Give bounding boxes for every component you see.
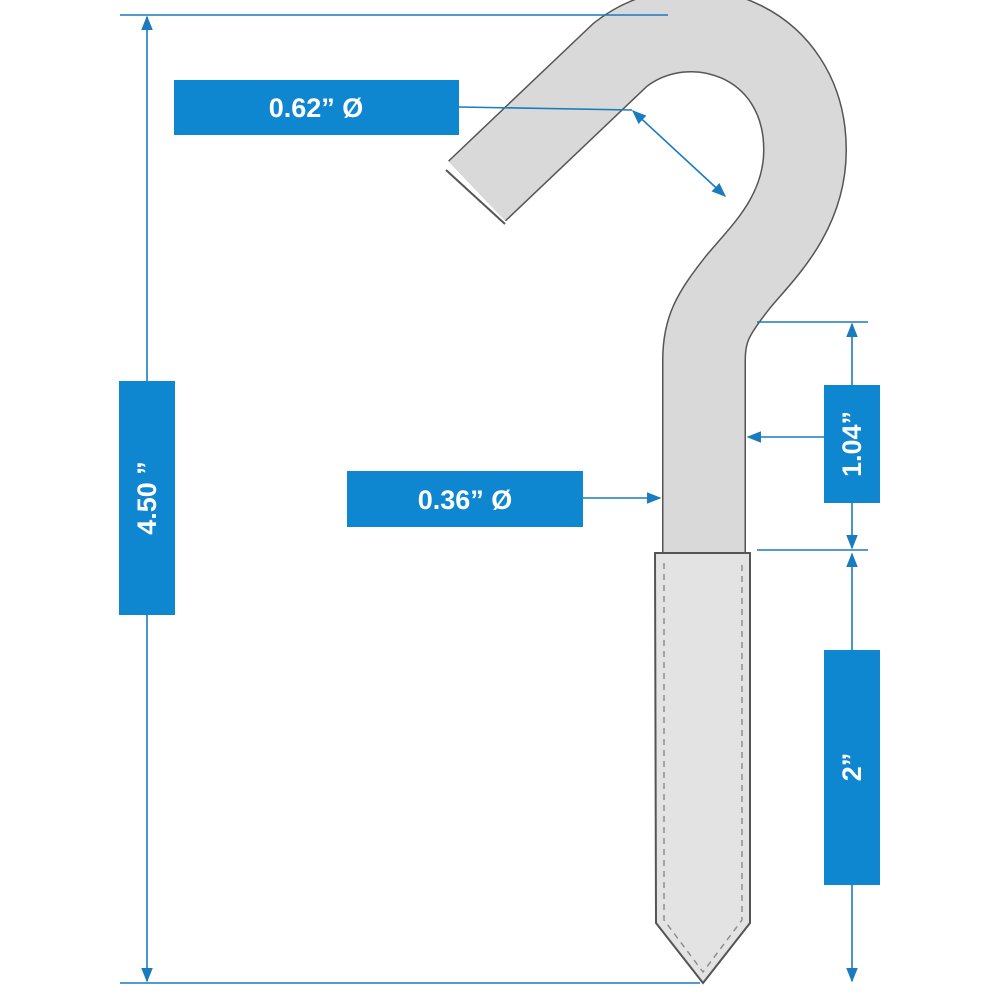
unthreaded-length-label: 1.04”	[837, 411, 867, 477]
hook-opening-label: 0.62” Ø	[269, 93, 364, 123]
thread-body	[653, 552, 751, 985]
overall-length-label: 4.50 ”	[132, 461, 162, 535]
shank-diameter-label-box	[347, 471, 583, 527]
shank-diameter-label: 0.36” Ø	[418, 485, 513, 515]
shank-diameter-dimension: 0.36” Ø	[347, 471, 662, 527]
hook-fill	[449, 0, 846, 553]
hook-opening-dimension-line	[631, 110, 727, 197]
hook-opening-dimension: 0.62” Ø	[174, 80, 727, 197]
thread-dashed-outline	[663, 563, 743, 974]
thread-length-label-box	[824, 650, 880, 885]
hook-opening-leader-line	[458, 106, 633, 111]
overall-length-label-box	[119, 381, 175, 615]
unthreaded-length-dimension: 1.04”	[746, 321, 880, 551]
hook-body	[445, 0, 847, 553]
threaded-section	[653, 552, 751, 985]
hook-opening-label-box	[174, 80, 459, 135]
unthreaded-length-label-box	[824, 385, 880, 503]
overall-length-dimension: 4.50 ”	[119, 14, 700, 984]
thread-length-label: 2”	[837, 753, 867, 782]
thread-length-dimension: 2”	[824, 552, 880, 983]
hook-tip-cut	[445, 169, 506, 225]
